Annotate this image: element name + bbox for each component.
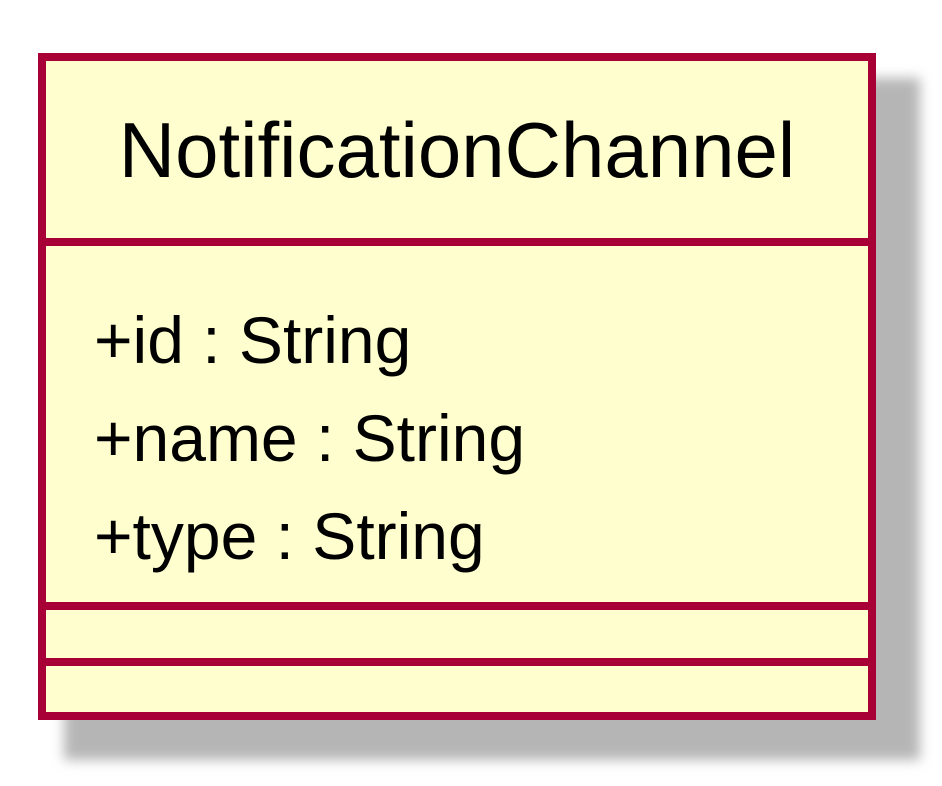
attribute-list: +id : String +name : String +type : Stri… (94, 291, 525, 585)
class-name: NotificationChannel (118, 105, 796, 194)
attribute-name: +name : String (94, 401, 526, 475)
attribute-type: +type : String (94, 499, 485, 573)
class-box-notification-channel[interactable]: NotificationChannel +id : String +name :… (38, 53, 876, 720)
methods-divider (46, 658, 868, 666)
attributes-methods-divider (46, 602, 868, 610)
name-attributes-divider (46, 238, 868, 246)
attribute-id: +id : String (94, 303, 412, 377)
